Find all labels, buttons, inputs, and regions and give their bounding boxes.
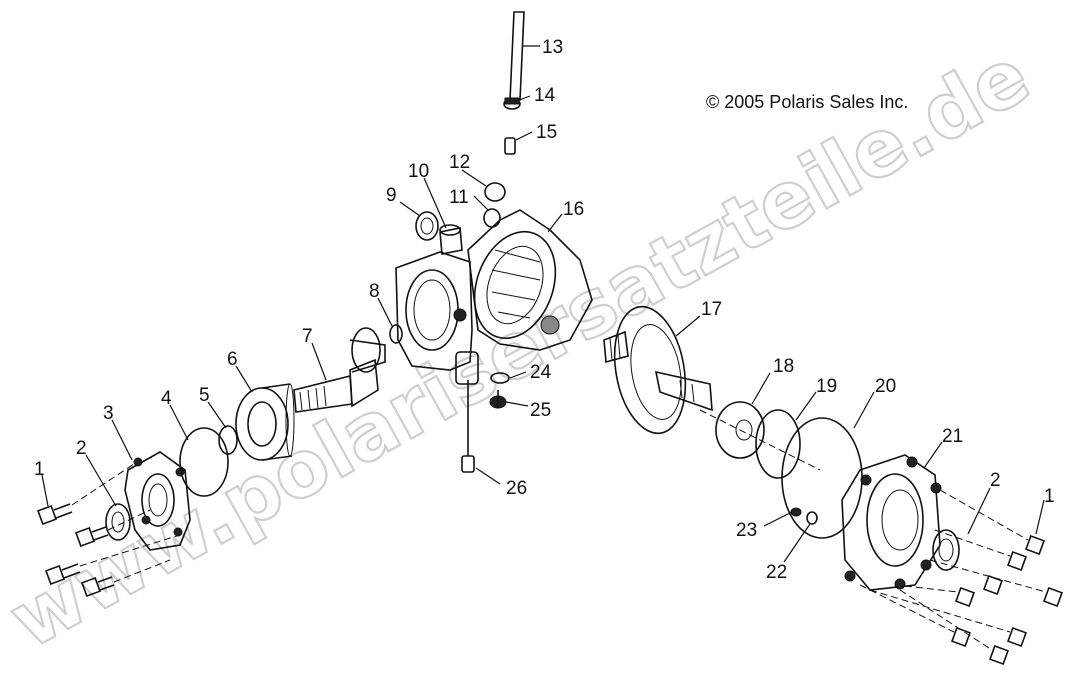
vent-tube-part-13 <box>509 11 525 101</box>
callout-11: 11 <box>449 187 469 208</box>
callout-23: 23 <box>736 520 757 541</box>
callout-12: 12 <box>449 152 470 173</box>
pinion-shaft-part-7 <box>293 327 386 413</box>
callout-15: 15 <box>536 122 557 143</box>
ring-gear-part-17 <box>603 305 713 435</box>
callout-20: 20 <box>875 376 896 397</box>
callout-16: 16 <box>563 199 584 220</box>
cover-part-21 <box>841 454 942 591</box>
gasket-part-20 <box>781 417 863 539</box>
callout-labels: 1 2 3 4 5 6 7 8 9 10 11 12 13 14 15 16 1… <box>34 37 1055 583</box>
callout-21: 21 <box>942 426 963 447</box>
callout-8: 8 <box>369 281 380 302</box>
spacer-part-8 <box>389 324 403 344</box>
callout-2-left: 2 <box>76 438 87 459</box>
bearing-part-6 <box>235 383 295 461</box>
o-ring-part-19 <box>755 409 801 479</box>
watermark-text: www.polarisersatzteile.de <box>0 30 1045 666</box>
snap-ring-part-5 <box>218 425 238 455</box>
fitting-part-15 <box>504 137 516 155</box>
o-ring-part-4 <box>179 427 229 497</box>
bushing-part-9 <box>415 211 439 241</box>
callout-4: 4 <box>161 388 172 409</box>
housing-part-16 <box>395 209 593 385</box>
callout-19: 19 <box>816 376 837 397</box>
callout-10: 10 <box>408 161 429 182</box>
callout-22: 22 <box>766 562 787 583</box>
callout-18: 18 <box>773 356 794 377</box>
copyright-text: © 2005 Polaris Sales Inc. <box>706 92 908 112</box>
callout-1-right: 1 <box>1044 486 1055 507</box>
bushing-part-10 <box>439 224 463 255</box>
bolt-part-left-2 <box>75 526 109 547</box>
callout-14: 14 <box>534 85 556 106</box>
callout-2-right: 2 <box>990 470 1001 491</box>
callout-25: 25 <box>530 400 551 421</box>
seal-part-right <box>932 529 960 571</box>
dowel-part-23 <box>790 507 802 517</box>
callout-24: 24 <box>530 362 552 383</box>
bolt-parts-right <box>951 535 1063 665</box>
callout-26: 26 <box>506 478 527 499</box>
bolt-part-left-3 <box>45 563 81 585</box>
seal-part-left <box>105 503 131 541</box>
callout-5: 5 <box>199 385 210 406</box>
cap-part-12 <box>484 182 506 202</box>
callout-3: 3 <box>103 403 114 424</box>
callout-1-left: 1 <box>34 459 45 480</box>
plug-part-11 <box>483 208 501 228</box>
bolt-part-left-4 <box>81 576 115 597</box>
callout-7: 7 <box>302 326 313 347</box>
washer-part-24 <box>490 372 510 384</box>
bolt-part-26 <box>461 380 475 473</box>
callout-13: 13 <box>542 37 563 58</box>
cover-part-left <box>124 451 191 551</box>
callout-17: 17 <box>701 299 722 320</box>
pin-part-22 <box>806 511 818 525</box>
clamp-part-14 <box>503 97 521 110</box>
callout-6: 6 <box>227 349 238 370</box>
bolt-part-left-1 <box>37 503 73 525</box>
leader-lines <box>41 45 1045 563</box>
thrust-washer-part-18 <box>715 401 765 459</box>
callout-9: 9 <box>386 185 397 206</box>
